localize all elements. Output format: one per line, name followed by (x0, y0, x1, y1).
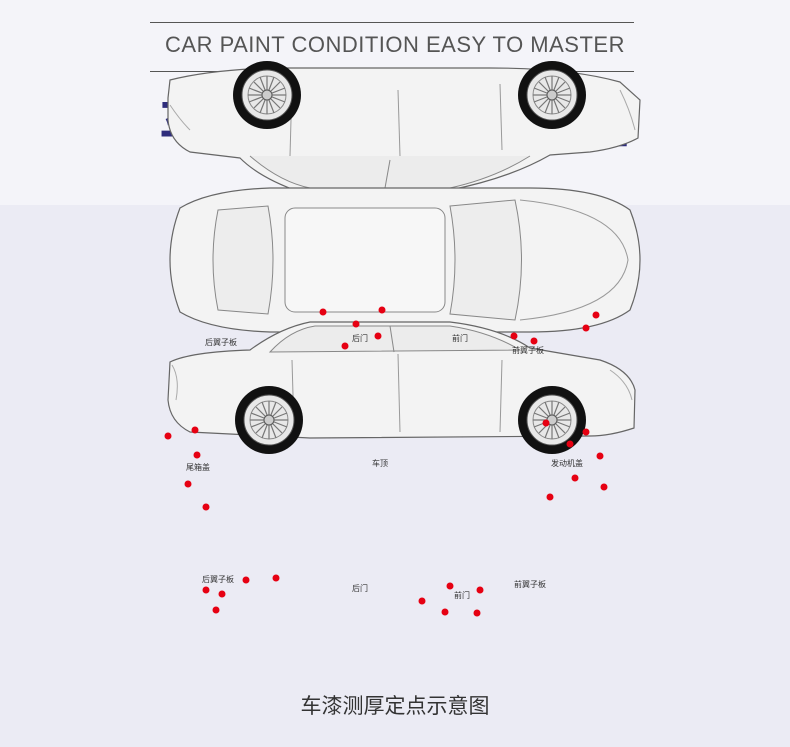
bottom-side-view (167, 321, 636, 455)
car-unfolded-diagram: 后翼子板 后门 前门 前翼子板 (167, 60, 641, 455)
roof-panel (284, 207, 446, 313)
top-front-wheel-icon (517, 60, 587, 130)
english-subtitle: CAR PAINT CONDITION EASY TO MASTER (165, 32, 625, 57)
top-rule (150, 22, 634, 23)
top-rear-wheel-icon (232, 60, 302, 130)
bottom-car-windows (268, 325, 522, 353)
bottom-rear-wheel-icon (234, 385, 304, 455)
diagram-caption: 车漆测厚定点示意图 (300, 694, 490, 718)
top-side-view (167, 60, 641, 193)
top-view (169, 187, 641, 333)
rear-window (212, 205, 274, 315)
windshield (449, 199, 522, 321)
bottom-front-wheel-icon (517, 385, 587, 455)
